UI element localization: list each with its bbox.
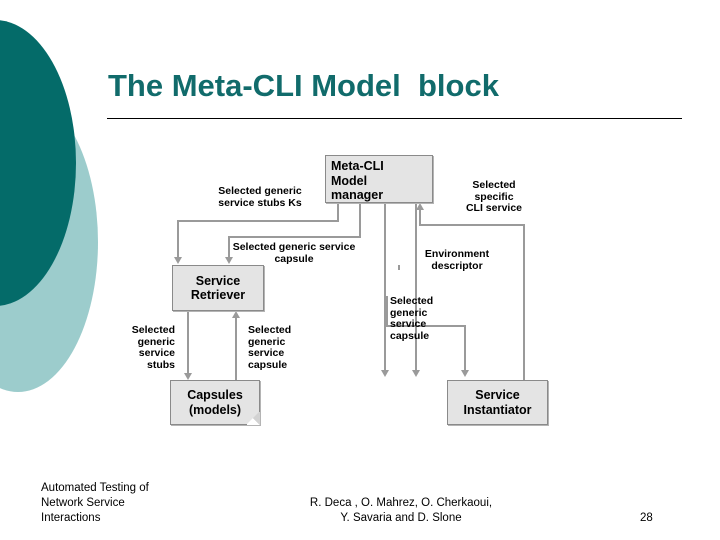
diagram-box-meta-cli-model-manager[interactable]: Meta-CLI Model manager [325,155,433,203]
connector-specific-cli-horizontal [419,224,525,226]
connector-specific-cli-to-manager [419,210,421,226]
connector-env-descriptor-up [398,265,400,270]
footer-page-number: 28 [640,512,653,524]
connector-capsule-down [228,236,230,258]
connector-right-capsule-vertical [386,296,388,326]
diagram-box-service-instantiator[interactable]: Service Instantiator [447,380,548,425]
diagram-box-capsules-models[interactable]: Capsules (models) [170,380,260,425]
arrow-specific-cli-to-manager [416,203,424,210]
arrow-to-retriever-mid [225,257,233,264]
connector-manager-to-instantiator-a [384,203,386,371]
connector-capsules-to-retriever [235,318,237,380]
edge-label-selected-generic-service-capsule-top: Selected generic service capsule [232,241,356,265]
diagram-box-service-retriever[interactable]: Service Retriever [172,265,264,311]
footer-authors: R. Deca , O. Mahrez, O. Cherkaoui, Y. Sa… [309,497,493,524]
edge-label-selected-generic-service-stubs-ks: Selected generic service stubs Ks [218,185,302,209]
connector-stubs-horizontal [177,220,339,222]
edge-label-selected-generic-service-stubs-left: Selected generic service stubs [131,324,175,371]
document-fold-corner-icon [246,411,260,425]
connector-manager-capsule-down [359,203,361,237]
connector-manager-left-down [337,203,339,221]
connector-right-capsule-horizontal [386,325,466,327]
slide-title: The Meta-CLI Model block [108,68,499,103]
edge-label-selected-specific-cli-service: Selected specific CLI service [465,179,523,214]
edge-label-selected-generic-service-capsule-right: Selected generic service capsule [390,295,434,342]
arrow-to-capsules [184,373,192,380]
edge-label-selected-generic-service-capsule-mid: Selected generic service capsule [248,324,292,371]
arrow-to-retriever-left [174,257,182,264]
diagram-box-capsules-label: Capsules (models) [187,388,243,417]
connector-stubs-down [177,220,179,258]
connector-manager-to-instantiator-b [415,203,417,371]
connector-capsule-horizontal [228,236,361,238]
arrow-right-capsule-to-instantiator [461,370,469,377]
connector-retriever-to-capsules [187,311,189,374]
arrow-to-instantiator-b [412,370,420,377]
connector-specific-cli-up [523,224,525,380]
arrow-to-instantiator-a [381,370,389,377]
title-divider [107,118,682,119]
arrow-to-retriever-from-capsules [232,311,240,318]
connector-right-capsule-down [464,325,466,371]
edge-label-environment-descriptor: Environment descriptor [424,248,490,272]
footer-presentation-title: Automated Testing of Network Service Int… [41,482,149,524]
